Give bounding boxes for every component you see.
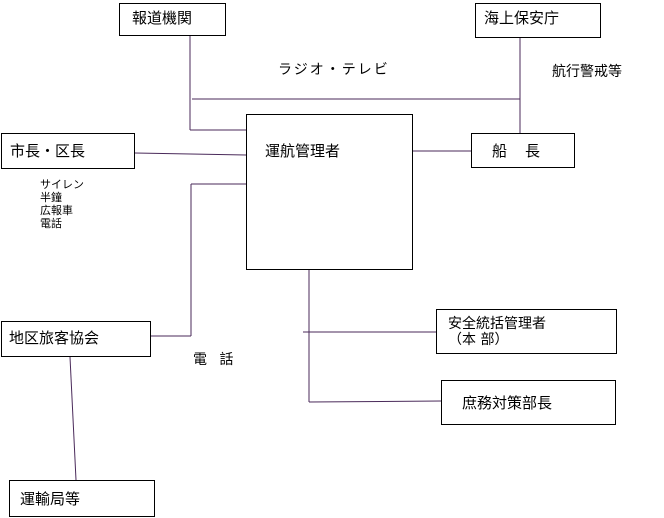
node-sencho: 船長 [471,133,575,168]
node-houdou-kikan: 報道機関 [119,3,226,36]
label-hansho: 半鐘 [40,191,62,204]
node-shicho-kucho: 市長・区長 [1,133,135,169]
label-kokou-keikai: 航行警戒等 [552,64,622,80]
label-radio-tv: ラジオ・テレビ [278,62,390,78]
connectors [69,36,521,481]
node-kaijo-hoancho: 海上保安庁 [475,3,601,38]
connector-to-shomu [308,400,442,403]
node-chiku-ryokaku-kyokai: 地区旅客協会 [1,321,151,357]
connector-shicho-to-unko [134,152,247,156]
node-anzen-line1: 安全統括管理者 [448,316,546,332]
node-anzen-line2: （本 部） [448,332,509,349]
node-shomu-taisaku-bucho: 庶務対策部長 [441,380,616,425]
label-denwa-small: 電話 [40,217,62,230]
node-unko-kanrisha: 運航管理者 [246,114,413,270]
node-unyu-kyoku: 運輸局等 [9,480,155,517]
label-siren: サイレン [40,178,84,191]
node-anzen-tokatsu-kanrisha: 安全統括管理者 （本 部） [436,309,617,354]
connector-chiku-to-unyu [69,356,77,481]
label-kohosha: 広報車 [40,204,73,217]
label-denwa: 電 話 [193,352,238,368]
label-shicho-means: サイレン 半鐘 広報車 電話 [40,178,84,230]
